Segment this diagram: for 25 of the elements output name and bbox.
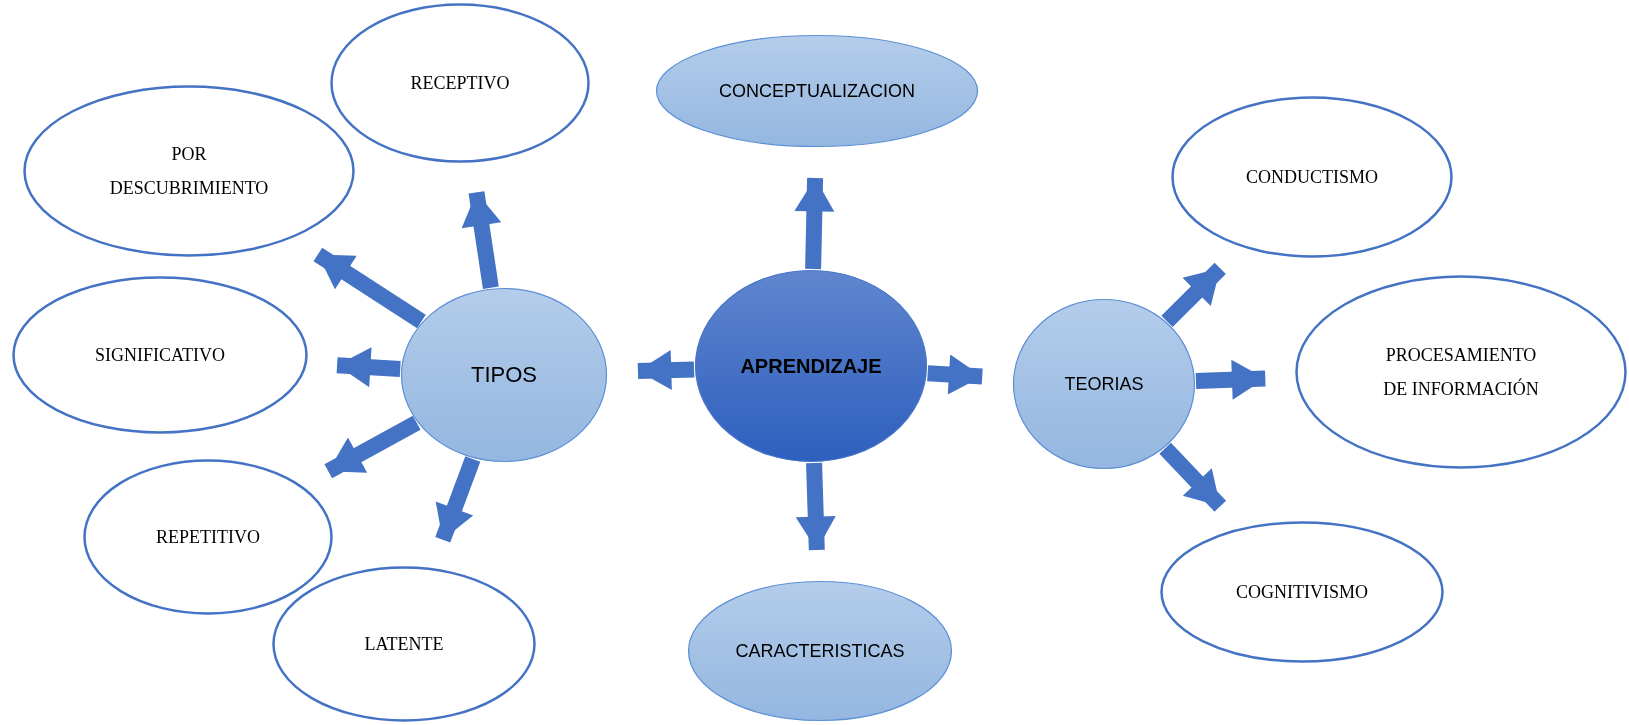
block-arrow: [313, 247, 426, 329]
block-arrow: [435, 456, 481, 543]
node-label: RECEPTIVO: [410, 71, 510, 95]
node-label: COGNITIVISMO: [1236, 580, 1368, 604]
block-arrow: [794, 177, 835, 270]
node-label: CARACTERISTICAS: [735, 640, 905, 662]
block-arrow: [637, 350, 695, 391]
block-arrow: [795, 462, 836, 551]
block-arrow: [461, 191, 502, 289]
node-label: TEORIAS: [1064, 373, 1144, 395]
node-label: TIPOS: [471, 362, 537, 388]
node-label: REPETITIVO: [156, 525, 260, 549]
node-label: SIGNIFICATIVO: [95, 343, 225, 367]
block-arrow: [1159, 442, 1227, 512]
node-label: APRENDIZAJE: [740, 354, 882, 378]
block-arrow: [1161, 262, 1226, 327]
node-label: CONCEPTUALIZACION: [719, 80, 915, 102]
node-label: PROCESAMIENTO DE INFORMACIÓN: [1382, 343, 1540, 401]
block-arrow: [336, 347, 401, 388]
node-label: LATENTE: [364, 632, 444, 656]
block-arrow: [927, 354, 983, 395]
block-arrow: [324, 415, 421, 479]
block-arrow: [1195, 359, 1266, 400]
node-label: POR DESCUBRIMIENTO: [108, 142, 270, 200]
node-label: CONDUCTISMO: [1246, 165, 1378, 189]
